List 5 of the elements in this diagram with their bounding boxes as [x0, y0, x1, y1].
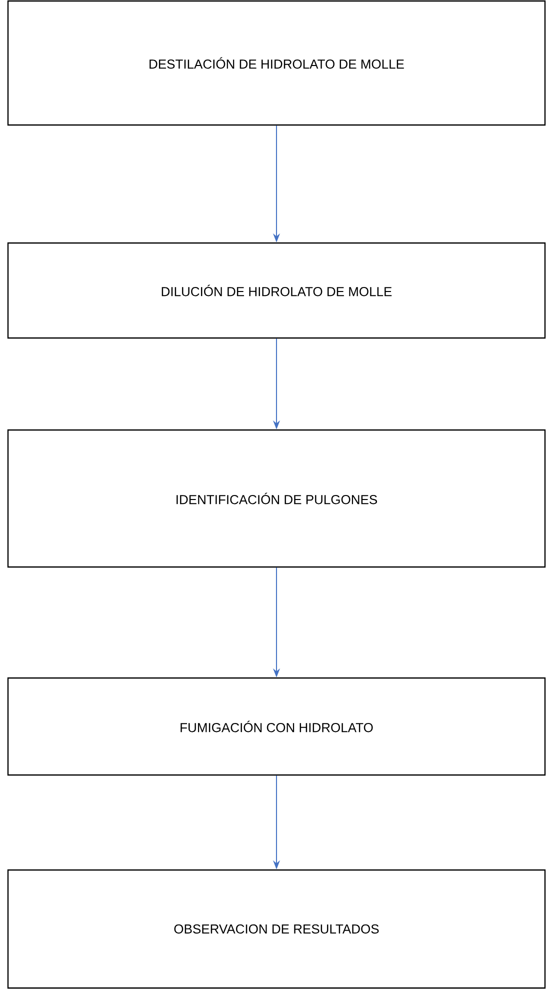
process-box: OBSERVACION DE RESULTADOS [7, 869, 546, 989]
process-box: FUMIGACIÓN CON HIDROLATO [7, 677, 546, 776]
process-box: IDENTIFICACIÓN DE PULGONES [7, 429, 546, 568]
process-box: DESTILACIÓN DE HIDROLATO DE MOLLE [7, 0, 546, 126]
process-box: DILUCIÓN DE HIDROLATO DE MOLLE [7, 242, 546, 339]
